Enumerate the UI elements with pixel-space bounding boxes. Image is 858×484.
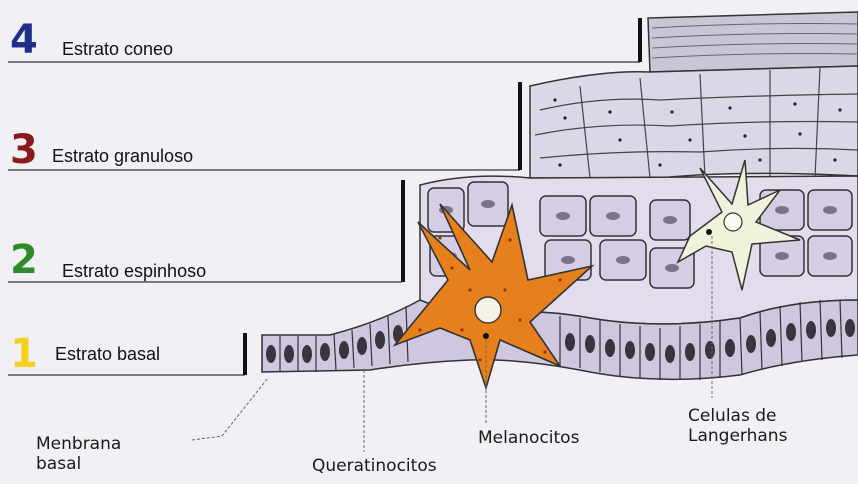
layer-4-label: Estrato coneo — [62, 39, 173, 60]
callout-membrana-line1: Menbrana — [36, 434, 121, 454]
callout-queratinocitos: Queratinocitos — [312, 456, 437, 476]
layer-3-number: 3 — [10, 130, 38, 170]
callout-langerhans-line1: Celulas de — [688, 406, 787, 426]
layer-2-label: Estrato espinhoso — [62, 261, 206, 282]
callout-membrana-basal: Menbrana basal — [36, 434, 121, 475]
callout-membrana-line2: basal — [36, 454, 121, 474]
layer-3-label: Estrato granuloso — [52, 146, 193, 167]
layer-4-number: 4 — [10, 20, 38, 60]
layer-1-number: 1 — [10, 334, 38, 374]
stratum-corneum — [648, 12, 858, 72]
layer-2-number: 2 — [10, 240, 38, 280]
callout-langerhans-line2: Langerhans — [688, 426, 787, 446]
layer-1-label: Estrato basal — [55, 344, 160, 365]
callout-melanocitos: Melanocitos — [478, 428, 579, 448]
callout-langerhans: Celulas de Langerhans — [688, 406, 787, 447]
